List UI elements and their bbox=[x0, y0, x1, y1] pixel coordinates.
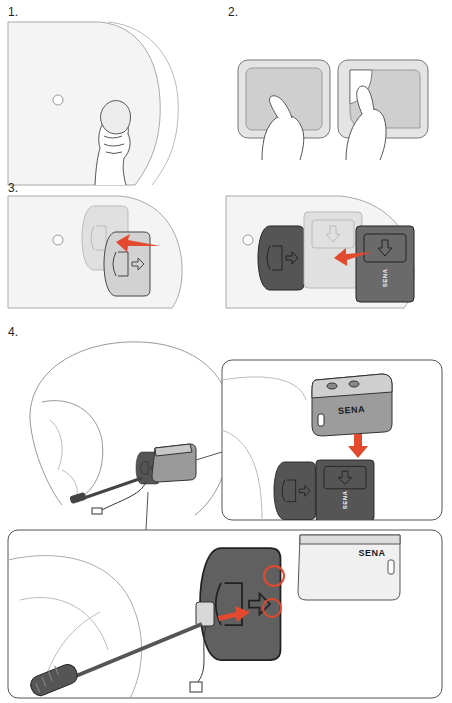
step2-illustration bbox=[346, 109, 386, 160]
helmet-illustration bbox=[30, 420, 62, 505]
step3-illustration bbox=[334, 248, 372, 266]
inset-detail bbox=[190, 682, 202, 692]
inset-detail bbox=[8, 530, 442, 698]
step3-illustration bbox=[258, 226, 304, 290]
step-number: 4. bbox=[8, 326, 18, 338]
inset-detail bbox=[196, 602, 214, 626]
step2-illustration bbox=[238, 60, 428, 160]
helmet-illustration bbox=[155, 444, 192, 456]
inset-detail bbox=[218, 606, 250, 622]
helmet-illustration bbox=[196, 452, 222, 460]
step3-illustration bbox=[53, 235, 63, 245]
helmet-illustration bbox=[30, 342, 232, 515]
step2-illustration bbox=[357, 86, 374, 114]
helmet-illustration bbox=[92, 508, 102, 514]
helmet-illustration bbox=[152, 444, 196, 482]
helmet-illustration bbox=[50, 420, 77, 498]
inset-detail bbox=[264, 566, 284, 586]
step-number: 3. bbox=[8, 182, 18, 194]
inset-detail bbox=[318, 414, 324, 426]
step3-illustration bbox=[116, 234, 160, 252]
helmet-illustration bbox=[30, 342, 232, 530]
inset-detail bbox=[20, 597, 108, 698]
inset-detail bbox=[263, 599, 281, 617]
inset-detail bbox=[222, 360, 442, 520]
inset-detail bbox=[300, 535, 400, 544]
inset-detail bbox=[222, 360, 442, 521]
step1-illustration bbox=[53, 95, 63, 105]
brand-logo: SENA bbox=[382, 269, 388, 288]
inset-detail bbox=[388, 560, 394, 574]
step2-illustration bbox=[262, 115, 304, 160]
step2-illustration bbox=[270, 96, 292, 118]
step1-illustration bbox=[104, 136, 124, 154]
inset-detail bbox=[8, 556, 142, 698]
inset-detail bbox=[316, 460, 374, 520]
step3-illustration bbox=[304, 212, 362, 288]
brand-logo: SENA bbox=[358, 549, 385, 558]
step3-illustration bbox=[226, 196, 414, 308]
helmet-illustration bbox=[69, 492, 87, 505]
helmet-illustration bbox=[146, 492, 148, 530]
brand-logo: SENA bbox=[338, 405, 366, 416]
step3-illustration bbox=[8, 196, 182, 308]
step1-illustration bbox=[8, 22, 160, 185]
inset-detail bbox=[312, 374, 392, 398]
inset-detail bbox=[274, 462, 315, 520]
helmet-illustration bbox=[42, 401, 103, 502]
inset-detail bbox=[349, 381, 359, 387]
inset-detail bbox=[196, 626, 206, 684]
inset-detail bbox=[222, 374, 392, 520]
inset-detail bbox=[8, 530, 442, 698]
inset-detail bbox=[28, 662, 80, 698]
inset-detail bbox=[327, 383, 337, 389]
step-number: 1. bbox=[8, 6, 18, 18]
step3-illustration bbox=[226, 196, 414, 308]
helmet-illustration bbox=[98, 482, 146, 512]
inset-detail bbox=[298, 535, 400, 600]
inset-detail bbox=[8, 535, 400, 698]
step1-illustration bbox=[8, 22, 178, 185]
inset-detail bbox=[76, 624, 202, 676]
inset-detail bbox=[348, 434, 368, 458]
brand-logo: SENA bbox=[342, 491, 348, 510]
step-number: 2. bbox=[228, 6, 238, 18]
step3-illustration bbox=[243, 235, 253, 245]
inset-detail bbox=[32, 666, 61, 693]
step3-illustration bbox=[8, 196, 182, 308]
step3-illustration bbox=[356, 226, 414, 302]
inset-detail bbox=[312, 374, 392, 436]
step1-illustration bbox=[101, 101, 131, 134]
